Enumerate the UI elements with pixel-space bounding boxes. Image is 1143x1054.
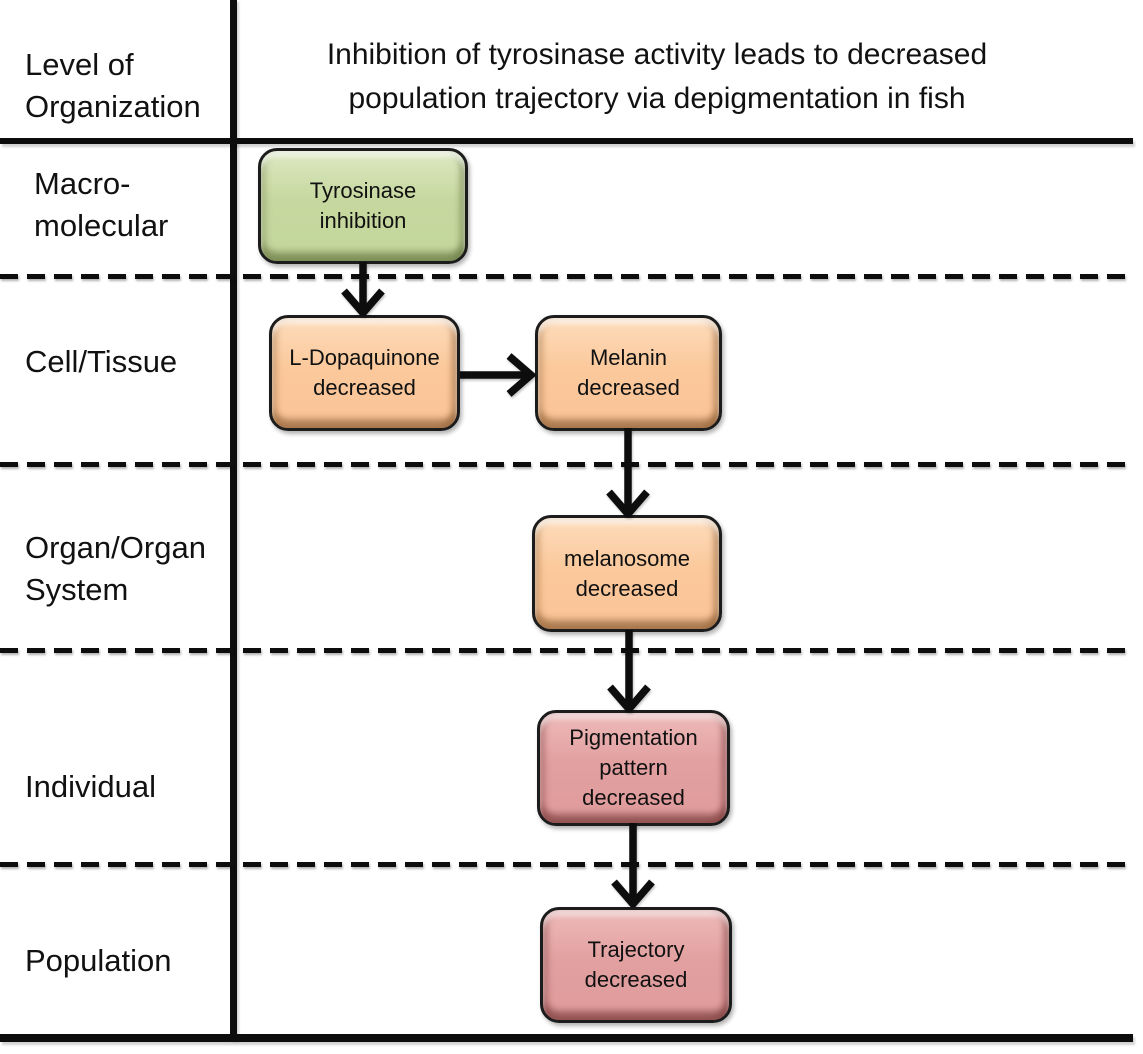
node-label: L-Dopaquinone decreased [289,345,440,400]
header-divider-line [0,138,1133,144]
level-label-line: Individual [25,769,156,804]
node-pigmentation-pattern-decreased: Pigmentation pattern decreased [537,710,730,826]
node-tyrosinase-inhibition: Tyrosinase inhibition [258,148,468,264]
level-separator-individual-population [0,862,1133,867]
node-l-dopaquinone-decreased: L-Dopaquinone decreased [269,315,460,431]
column-divider-line [230,0,237,1040]
node-label: Melanin decreased [577,345,680,400]
node-label: Trajectory decreased [584,937,688,992]
node-label: Pigmentation pattern decreased [569,725,698,810]
level-label-population: Population [25,940,172,982]
node-melanosome-decreased: melanosome decreased [532,515,722,632]
bottom-border-line [0,1034,1133,1042]
node-melanin-decreased: Melanin decreased [535,315,722,431]
level-label-individual: Individual [25,766,156,808]
level-label-line: System [25,572,129,607]
level-of-organization-heading: Level of Organization [25,44,201,128]
arrow-down-icon [611,823,655,907]
diagram-title: Inhibition of tyrosinase activity leads … [240,33,1074,121]
level-label-line: Population [25,943,172,978]
level-label-line: molecular [34,208,169,243]
level-separator-organ-individual [0,648,1133,653]
arrow-right-icon [460,353,536,397]
arrow-down-icon [606,428,650,517]
level-label-line: Cell/Tissue [25,344,178,379]
node-label: melanosome decreased [564,545,690,601]
heading-line: Level of [25,47,134,82]
level-separator-macromolecular-cell [0,274,1133,279]
arrow-down-icon [341,262,385,316]
title-line: Inhibition of tyrosinase activity leads … [326,38,988,71]
level-label-cell-tissue: Cell/Tissue [25,341,177,383]
level-separator-cell-organ [0,462,1133,467]
title-line: population trajectory via depigmentation… [348,82,966,115]
level-label-organ-organ-system: Organ/Organ System [25,527,206,611]
heading-line: Organization [25,89,201,124]
level-label-line: Macro- [34,166,131,201]
node-trajectory-decreased: Trajectory decreased [540,907,732,1023]
arrow-down-icon [607,630,651,712]
level-label-macromolecular: Macro- molecular [34,163,168,247]
level-label-line: Organ/Organ [25,530,206,565]
node-label: Tyrosinase inhibition [309,178,417,233]
